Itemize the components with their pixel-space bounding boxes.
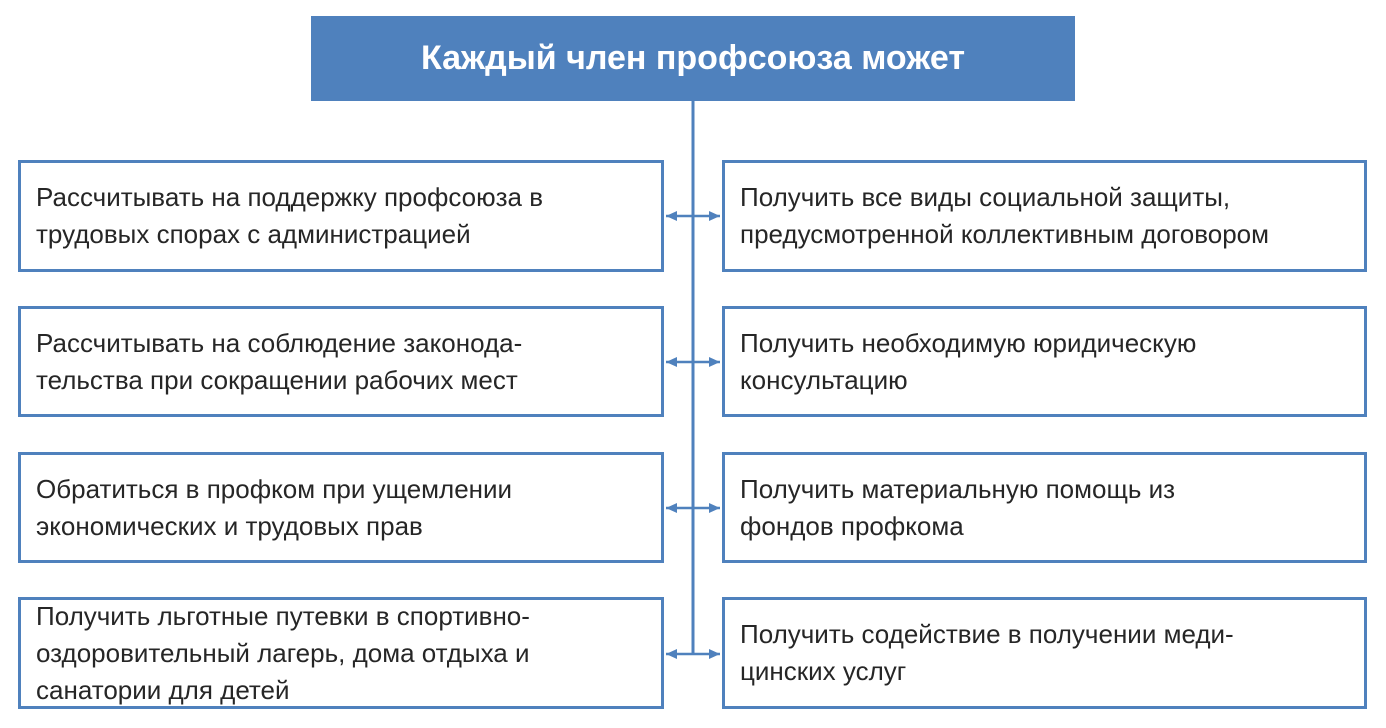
left-box-2: Рассчитывать на соблюдение законода- тел… — [18, 306, 664, 417]
arrowhead-left — [666, 649, 677, 659]
box-text: Получить все виды социальной защиты, пре… — [740, 182, 1270, 249]
arrowhead-right — [709, 503, 720, 513]
right-box-4: Получить содействие в получении меди- ци… — [722, 597, 1367, 709]
connector-row-1 — [666, 211, 720, 221]
arrowhead-left — [666, 503, 677, 513]
right-box-3: Получить материальную помощь из фондов п… — [722, 452, 1367, 563]
right-box-1: Получить все виды социальной защиты, пре… — [722, 160, 1367, 272]
left-box-3: Обратиться в профком при ущемлении эконо… — [18, 452, 664, 563]
arrowhead-left — [666, 357, 677, 367]
box-text: Получить льготные путевки в спортивно- о… — [36, 600, 530, 705]
arrowhead-right — [709, 649, 720, 659]
left-box-4: Получить льготные путевки в спортивно- о… — [18, 597, 664, 709]
title-box: Каждый член профсоюза может — [311, 16, 1075, 101]
connector-row-3 — [666, 503, 720, 513]
box-text: Получить материальную помощь из фондов п… — [740, 473, 1176, 541]
connector-row-4 — [666, 649, 720, 659]
arrowhead-left — [666, 211, 677, 221]
arrowhead-right — [709, 211, 720, 221]
box-text: Рассчитывать на соблюдение законода- тел… — [36, 327, 523, 395]
right-box-2: Получить необходимую юридическую консуль… — [722, 306, 1367, 417]
box-text: Получить необходимую юридическую консуль… — [740, 327, 1197, 395]
diagram-title: Каждый член профсоюза может — [420, 39, 966, 77]
box-text: Обратиться в профком при ущемлении эконо… — [36, 473, 513, 541]
connector-row-2 — [666, 357, 720, 367]
left-box-1: Рассчитывать на поддержку профсоюза в тр… — [18, 160, 664, 272]
arrowhead-right — [709, 357, 720, 367]
box-text: Получить содействие в получении меди- ци… — [740, 619, 1234, 686]
box-text: Рассчитывать на поддержку профсоюза в тр… — [36, 182, 544, 249]
